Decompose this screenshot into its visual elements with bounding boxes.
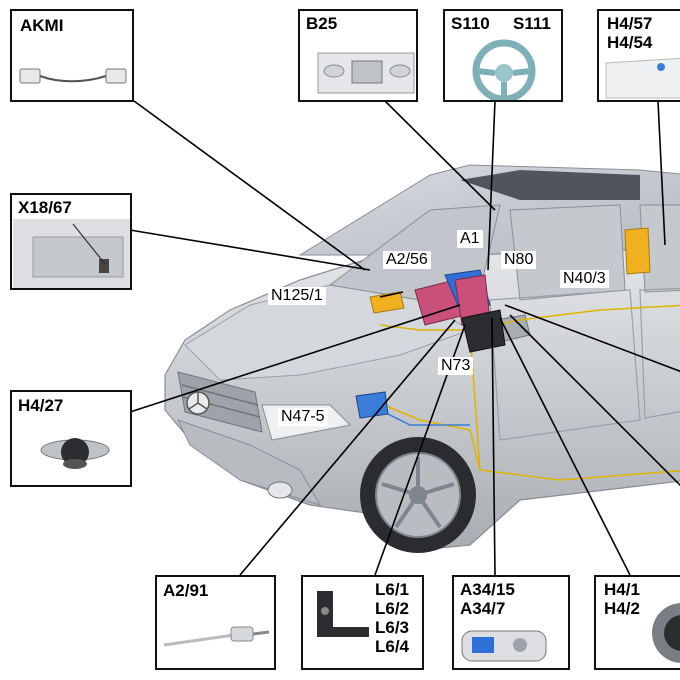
- antenna-rod-icon: [163, 626, 270, 647]
- callout-a2-56: A2/56: [383, 251, 431, 269]
- label-x18-67: X18/67: [18, 198, 72, 217]
- box-s110-s111: S110 S111: [443, 9, 563, 102]
- module-n73: [461, 309, 506, 353]
- akmi-cable-icon: [19, 68, 127, 84]
- box-akmi: AKMI: [10, 9, 134, 102]
- b25-overhead-unit-icon: [317, 52, 415, 94]
- label-s111: S111: [513, 14, 551, 33]
- box-a34: A34/15 A34/7: [452, 575, 570, 670]
- leader-lines: [129, 100, 680, 576]
- label-akmi: AKMI: [20, 16, 64, 35]
- rear-door: [639, 287, 680, 419]
- callout-n47-5: N47-5: [278, 408, 328, 426]
- label-s110: S110: [451, 14, 490, 33]
- front-door: [489, 289, 641, 441]
- box-l6: L6/1 L6/2 L6/3 L6/4: [301, 575, 424, 670]
- callout-n80: N80: [501, 251, 537, 269]
- label-h4-27: H4/27: [18, 396, 64, 415]
- label-a2-91: A2/91: [163, 581, 209, 600]
- callout-n125-1: N125/1: [268, 287, 326, 305]
- steering-wheel-icon: [472, 39, 536, 100]
- label-l6: L6/1 L6/2 L6/3 L6/4: [375, 580, 410, 656]
- label-b25: B25: [306, 14, 338, 33]
- box-h4-1-h4-2: H4/1 H4/2: [594, 575, 680, 670]
- box-x18-67: X18/67: [10, 193, 132, 290]
- module-n125-1: [369, 291, 405, 314]
- fog-lamp: [267, 481, 293, 499]
- callout-n73: N73: [438, 357, 474, 375]
- phone-cradle-icon: [461, 630, 547, 662]
- box-b25: B25: [298, 9, 418, 102]
- wheel-speed-sensor-icon: [317, 591, 369, 637]
- label-a34: A34/15 A34/7: [460, 580, 515, 618]
- front-grille: [177, 371, 263, 433]
- label-h4-57-h4-54: H4/57 H4/54: [607, 14, 653, 52]
- door-speaker-location-icon: [605, 57, 680, 99]
- box-h4-57-h4-54: H4/57 H4/54: [597, 9, 680, 102]
- tweeter-speaker-icon: [40, 438, 110, 469]
- module-n47-5: [355, 391, 389, 419]
- door-speaker-icon: [652, 603, 680, 663]
- sunroof: [460, 170, 640, 200]
- box-a2-91: A2/91: [155, 575, 276, 670]
- label-h4-1-h4-2: H4/1 H4/2: [604, 580, 640, 618]
- x18-67-connector-icon: [13, 219, 130, 288]
- callout-a1: A1: [457, 230, 483, 248]
- callout-n40-3: N40/3: [560, 270, 609, 288]
- module-n40-3: [624, 227, 651, 275]
- box-h4-27: H4/27: [10, 390, 132, 487]
